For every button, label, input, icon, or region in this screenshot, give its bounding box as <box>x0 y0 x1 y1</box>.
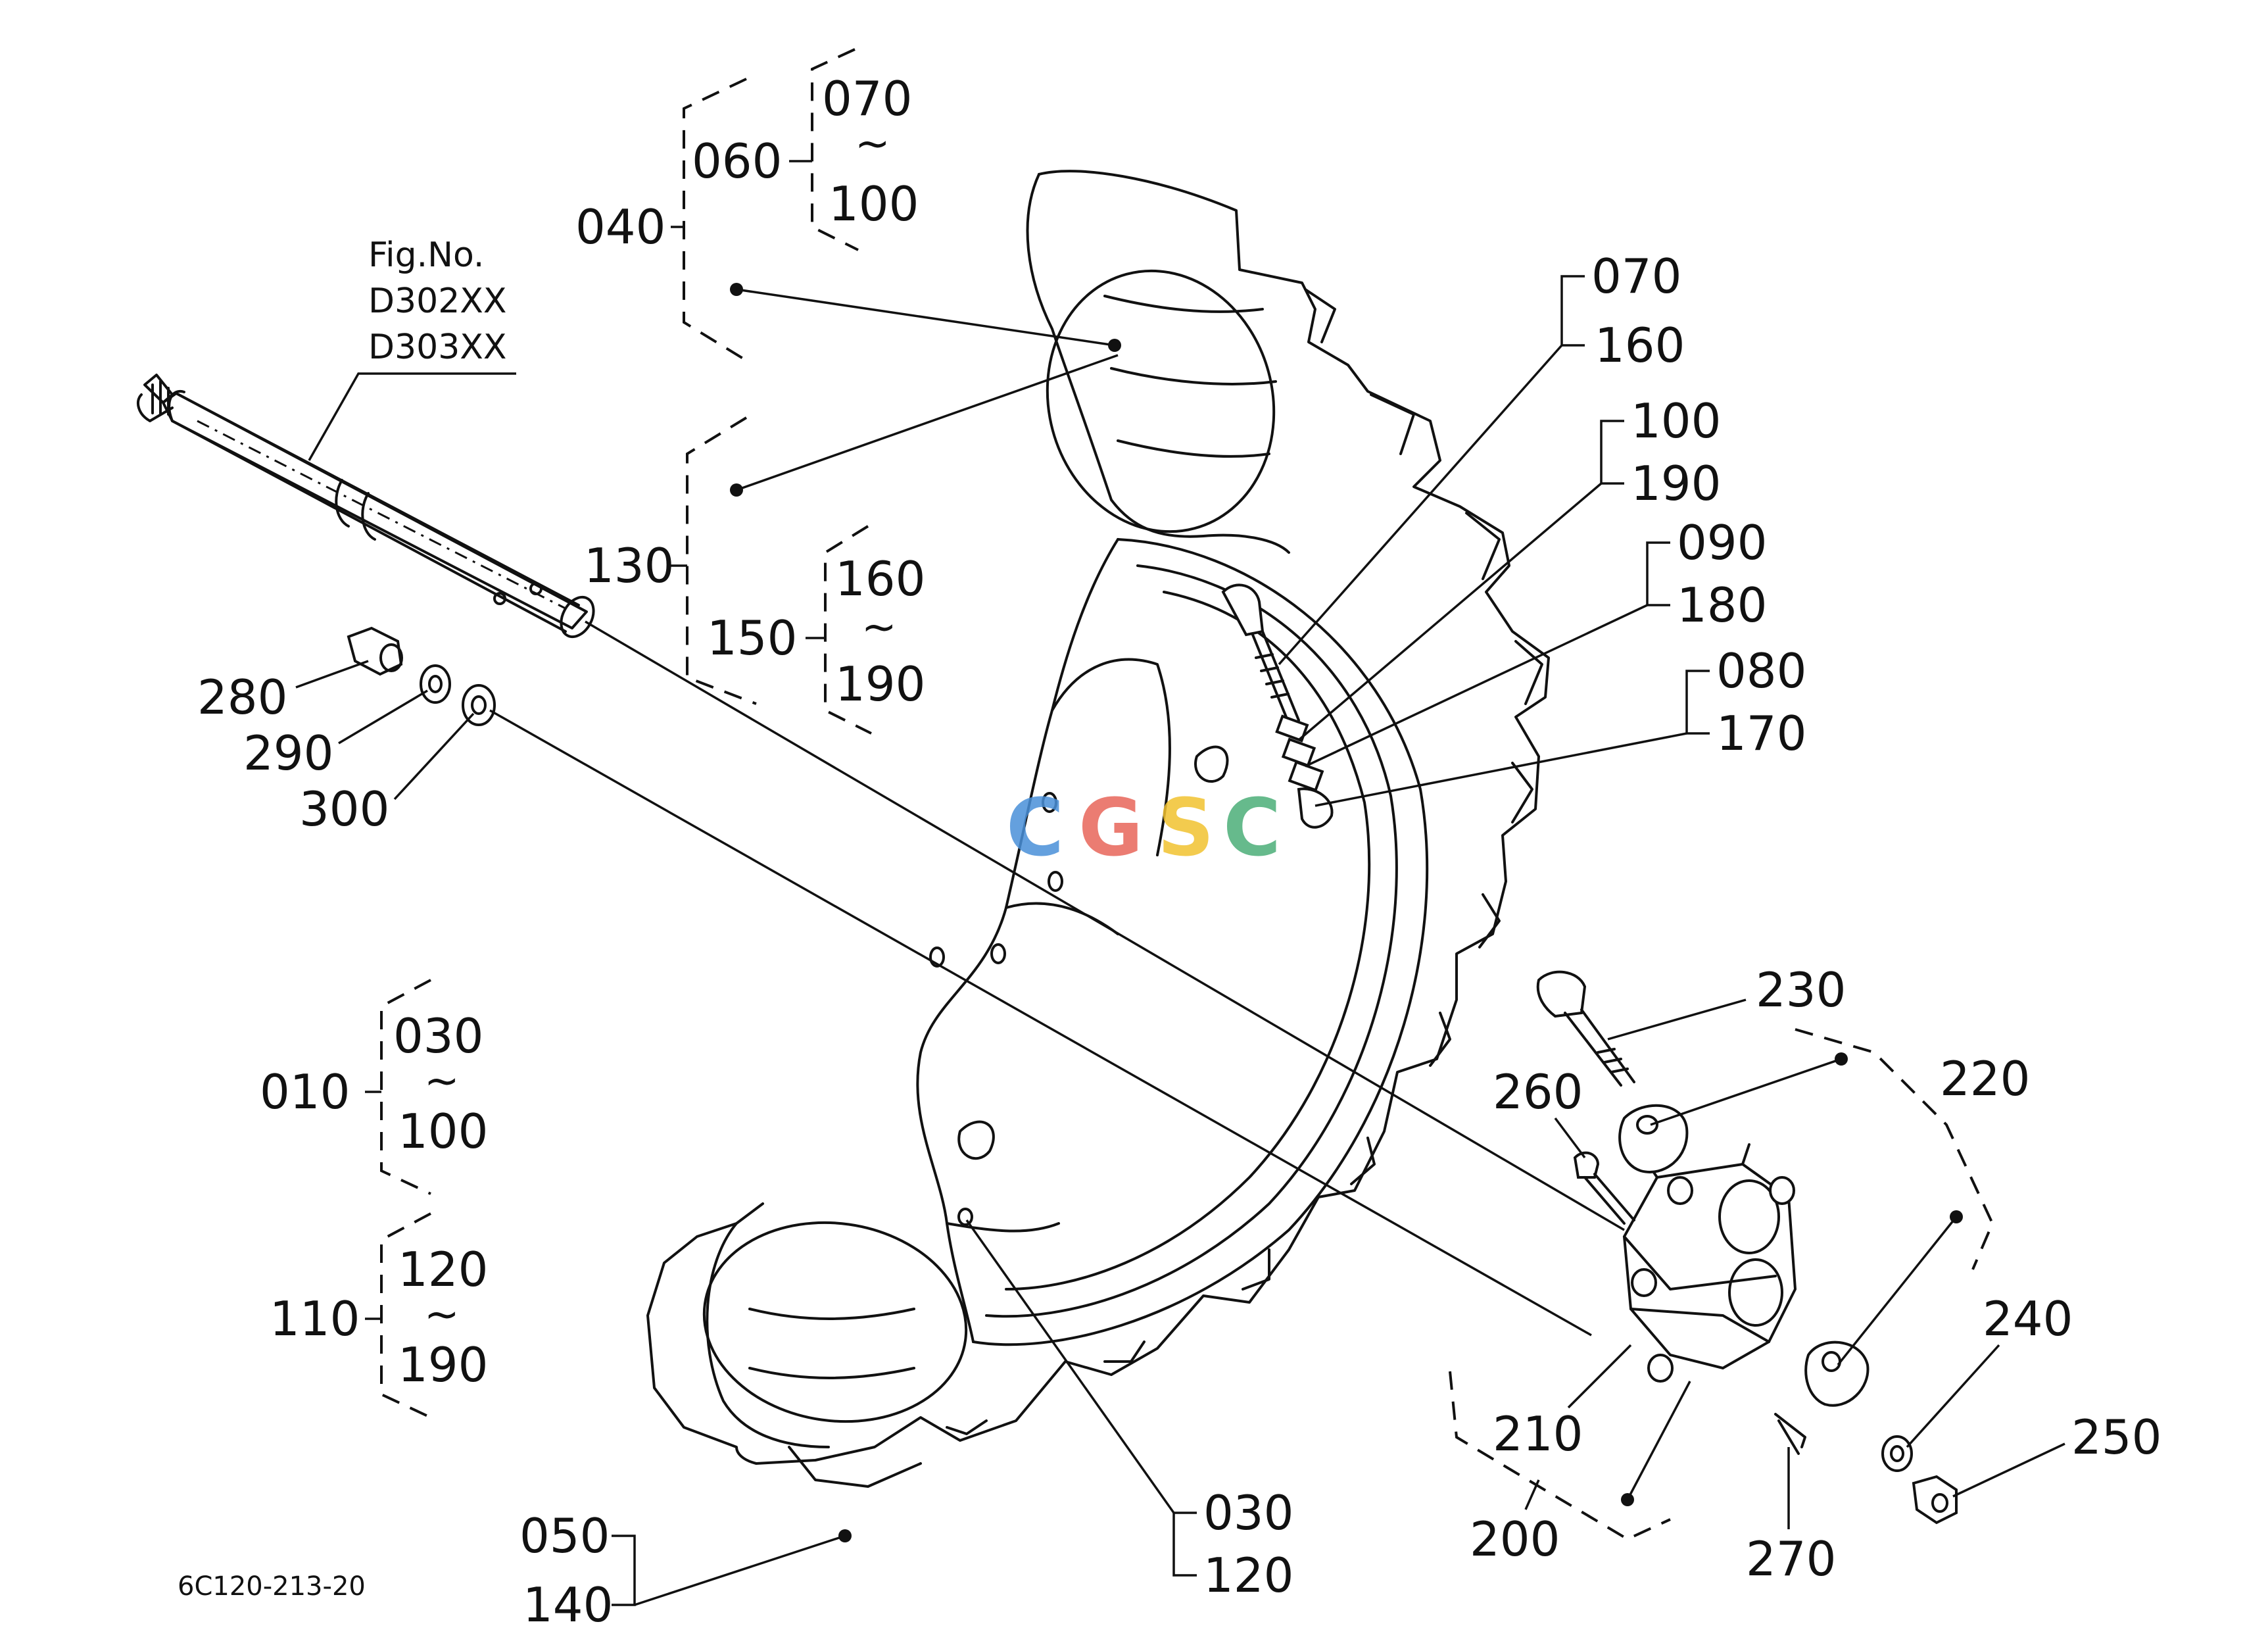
callout-120-range-start: 120 <box>398 1242 488 1297</box>
callout-080: 080 <box>1716 643 1806 699</box>
callout-pair-070-160: 070 160 <box>1278 249 1685 666</box>
callout-190-range-end-2: 190 <box>398 1337 488 1392</box>
svg-text:200: 200 <box>1470 1512 1560 1567</box>
callout-pair-090-180: 090 180 <box>1305 515 1767 768</box>
range-tilde-2: ~ <box>861 603 897 652</box>
callout-pair-050-140: 050 140 <box>519 1508 852 1633</box>
callout-100-range-end: 100 <box>829 176 919 232</box>
range-tilde-4: ~ <box>424 1291 460 1339</box>
callout-170: 170 <box>1716 706 1806 761</box>
callout-110: 110 <box>270 1291 360 1346</box>
watermark-letter-c1: C <box>1006 783 1064 874</box>
callout-270: 270 <box>1746 1447 1836 1586</box>
svg-text:250: 250 <box>2071 1410 2161 1465</box>
callout-280: 280 <box>197 660 369 725</box>
svg-text:120: 120 <box>1203 1548 1293 1603</box>
callout-060: 060 <box>692 134 782 189</box>
axle-shaft <box>136 374 595 639</box>
washer-240 <box>1881 1435 1913 1472</box>
callout-100: 100 <box>1631 393 1721 449</box>
callout-230: 230 <box>1607 962 1846 1041</box>
cap-220-lower <box>1804 1340 1870 1407</box>
pin-260 <box>1573 1151 1635 1225</box>
watermark-letter-g: G <box>1078 783 1144 874</box>
callout-070: 070 <box>1591 249 1681 304</box>
callout-250: 250 <box>1952 1410 2161 1498</box>
tire <box>646 170 1550 1488</box>
callout-190-range-end: 190 <box>835 656 925 712</box>
svg-text:260: 260 <box>1493 1064 1583 1119</box>
svg-text:030: 030 <box>1203 1485 1293 1540</box>
callout-070-range-start: 070 <box>822 71 912 126</box>
callout-210: 210 <box>1493 1344 1632 1462</box>
cap-220-upper <box>1618 1104 1689 1173</box>
callout-160: 160 <box>1595 318 1685 373</box>
callout-130: 130 <box>584 538 674 593</box>
callout-group-200: 200 <box>1449 1371 1691 1567</box>
range-tilde-3: ~ <box>424 1057 460 1106</box>
callout-010: 010 <box>260 1064 350 1119</box>
nut-280 <box>347 626 403 676</box>
cotter-pin-270 <box>1774 1413 1806 1455</box>
svg-text:240: 240 <box>1983 1291 2073 1346</box>
callout-pair-030-120: 030 120 <box>965 1219 1293 1603</box>
callout-090: 090 <box>1677 515 1767 570</box>
watermark-letter-c2: C <box>1223 783 1281 874</box>
callout-290: 290 <box>243 689 428 781</box>
hub-assembly <box>1622 1143 1797 1383</box>
rim <box>916 538 1429 1346</box>
svg-text:270: 270 <box>1746 1531 1836 1586</box>
fig-no-2: D303XX <box>368 328 507 367</box>
svg-text:230: 230 <box>1756 962 1846 1018</box>
callout-180: 180 <box>1677 578 1767 633</box>
callout-190: 190 <box>1631 456 1721 511</box>
callout-160-range-start: 160 <box>835 551 925 606</box>
fig-no-label: Fig.No. <box>368 235 484 275</box>
svg-text:210: 210 <box>1493 1406 1583 1462</box>
callout-040: 040 <box>575 199 665 255</box>
callout-group-130: 130 150 160 ~ 190 <box>584 354 1119 735</box>
watermark-letter-s: S <box>1157 783 1214 874</box>
cgsc-watermark: C G S C <box>1006 783 1281 874</box>
bolt-230 <box>1536 970 1635 1087</box>
drawing-code: 6C120-213-20 <box>178 1571 366 1602</box>
callout-260: 260 <box>1493 1064 1586 1159</box>
callout-group-110: 110 120 ~ 190 <box>270 1212 488 1419</box>
svg-text:280: 280 <box>197 670 287 725</box>
svg-text:050: 050 <box>519 1508 610 1563</box>
callout-group-040: 040 060 070 ~ 100 <box>575 48 1121 360</box>
figure-reference: Fig.No. D302XX D303XX <box>308 235 516 461</box>
svg-text:290: 290 <box>243 725 333 781</box>
svg-text:220: 220 <box>1940 1051 2030 1106</box>
valve-stem <box>1221 583 1334 829</box>
callout-pair-080-170: 080 170 <box>1315 643 1806 807</box>
nut-250 <box>1912 1475 1958 1525</box>
callout-group-220: 220 <box>1650 1028 2030 1366</box>
callout-group-010: 010 030 ~ 100 <box>260 979 488 1195</box>
callout-pair-100-190: 100 190 <box>1297 393 1721 741</box>
callout-100-range-end-2: 100 <box>398 1104 488 1159</box>
callout-030-range-start: 030 <box>393 1008 483 1064</box>
callout-300: 300 <box>299 712 475 837</box>
callout-150: 150 <box>707 610 797 666</box>
svg-text:300: 300 <box>299 781 389 837</box>
spring-washer-290 <box>420 664 451 704</box>
callout-240: 240 <box>1906 1291 2073 1448</box>
svg-text:140: 140 <box>523 1577 613 1633</box>
range-tilde: ~ <box>855 120 890 168</box>
fig-no-1: D302XX <box>368 282 507 321</box>
